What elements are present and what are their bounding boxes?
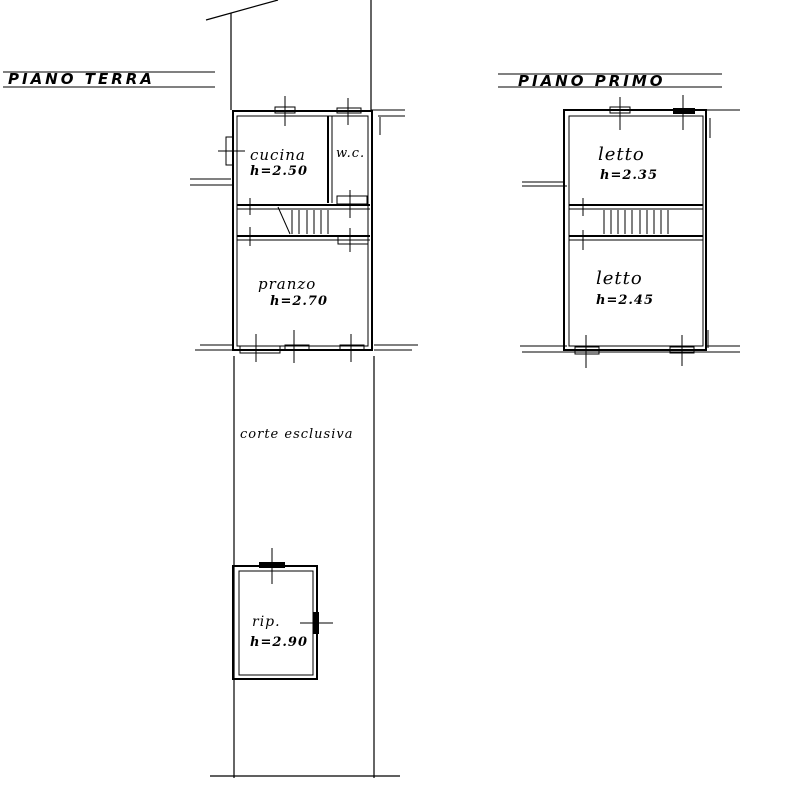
lot-boundary	[190, 0, 418, 778]
courtyard-label: corte esclusiva	[240, 427, 354, 442]
room-label-letto-1: letto	[598, 144, 645, 165]
first-floor-title: PIANO PRIMO	[518, 72, 666, 90]
room-height-storage: h=2.90	[250, 635, 309, 650]
ground-floor-windows	[218, 96, 369, 363]
first-floor-stairs	[582, 198, 669, 250]
room-height-pranzo: h=2.70	[270, 294, 329, 309]
room-height-letto-2: h=2.45	[596, 293, 655, 308]
room-height-letto-1: h=2.35	[600, 168, 659, 183]
room-label-storage: rip.	[252, 614, 281, 630]
room-height-cucina: h=2.50	[250, 164, 309, 179]
room-label-wc: w.c.	[336, 146, 366, 161]
room-label-letto-2: letto	[596, 268, 643, 289]
room-label-cucina: cucina	[250, 146, 306, 164]
title-rule-first	[498, 73, 722, 88]
ground-floor-stairs	[277, 206, 329, 235]
first-floor-boundary	[520, 109, 740, 353]
ground-floor-walls	[232, 110, 373, 351]
ground-floor-title: PIANO TERRA	[8, 70, 155, 88]
first-floor-windows	[574, 95, 695, 368]
room-label-pranzo: pranzo	[258, 275, 317, 293]
storage-walls	[232, 548, 333, 680]
first-floor-walls	[563, 109, 707, 351]
title-rule-ground	[3, 71, 215, 88]
